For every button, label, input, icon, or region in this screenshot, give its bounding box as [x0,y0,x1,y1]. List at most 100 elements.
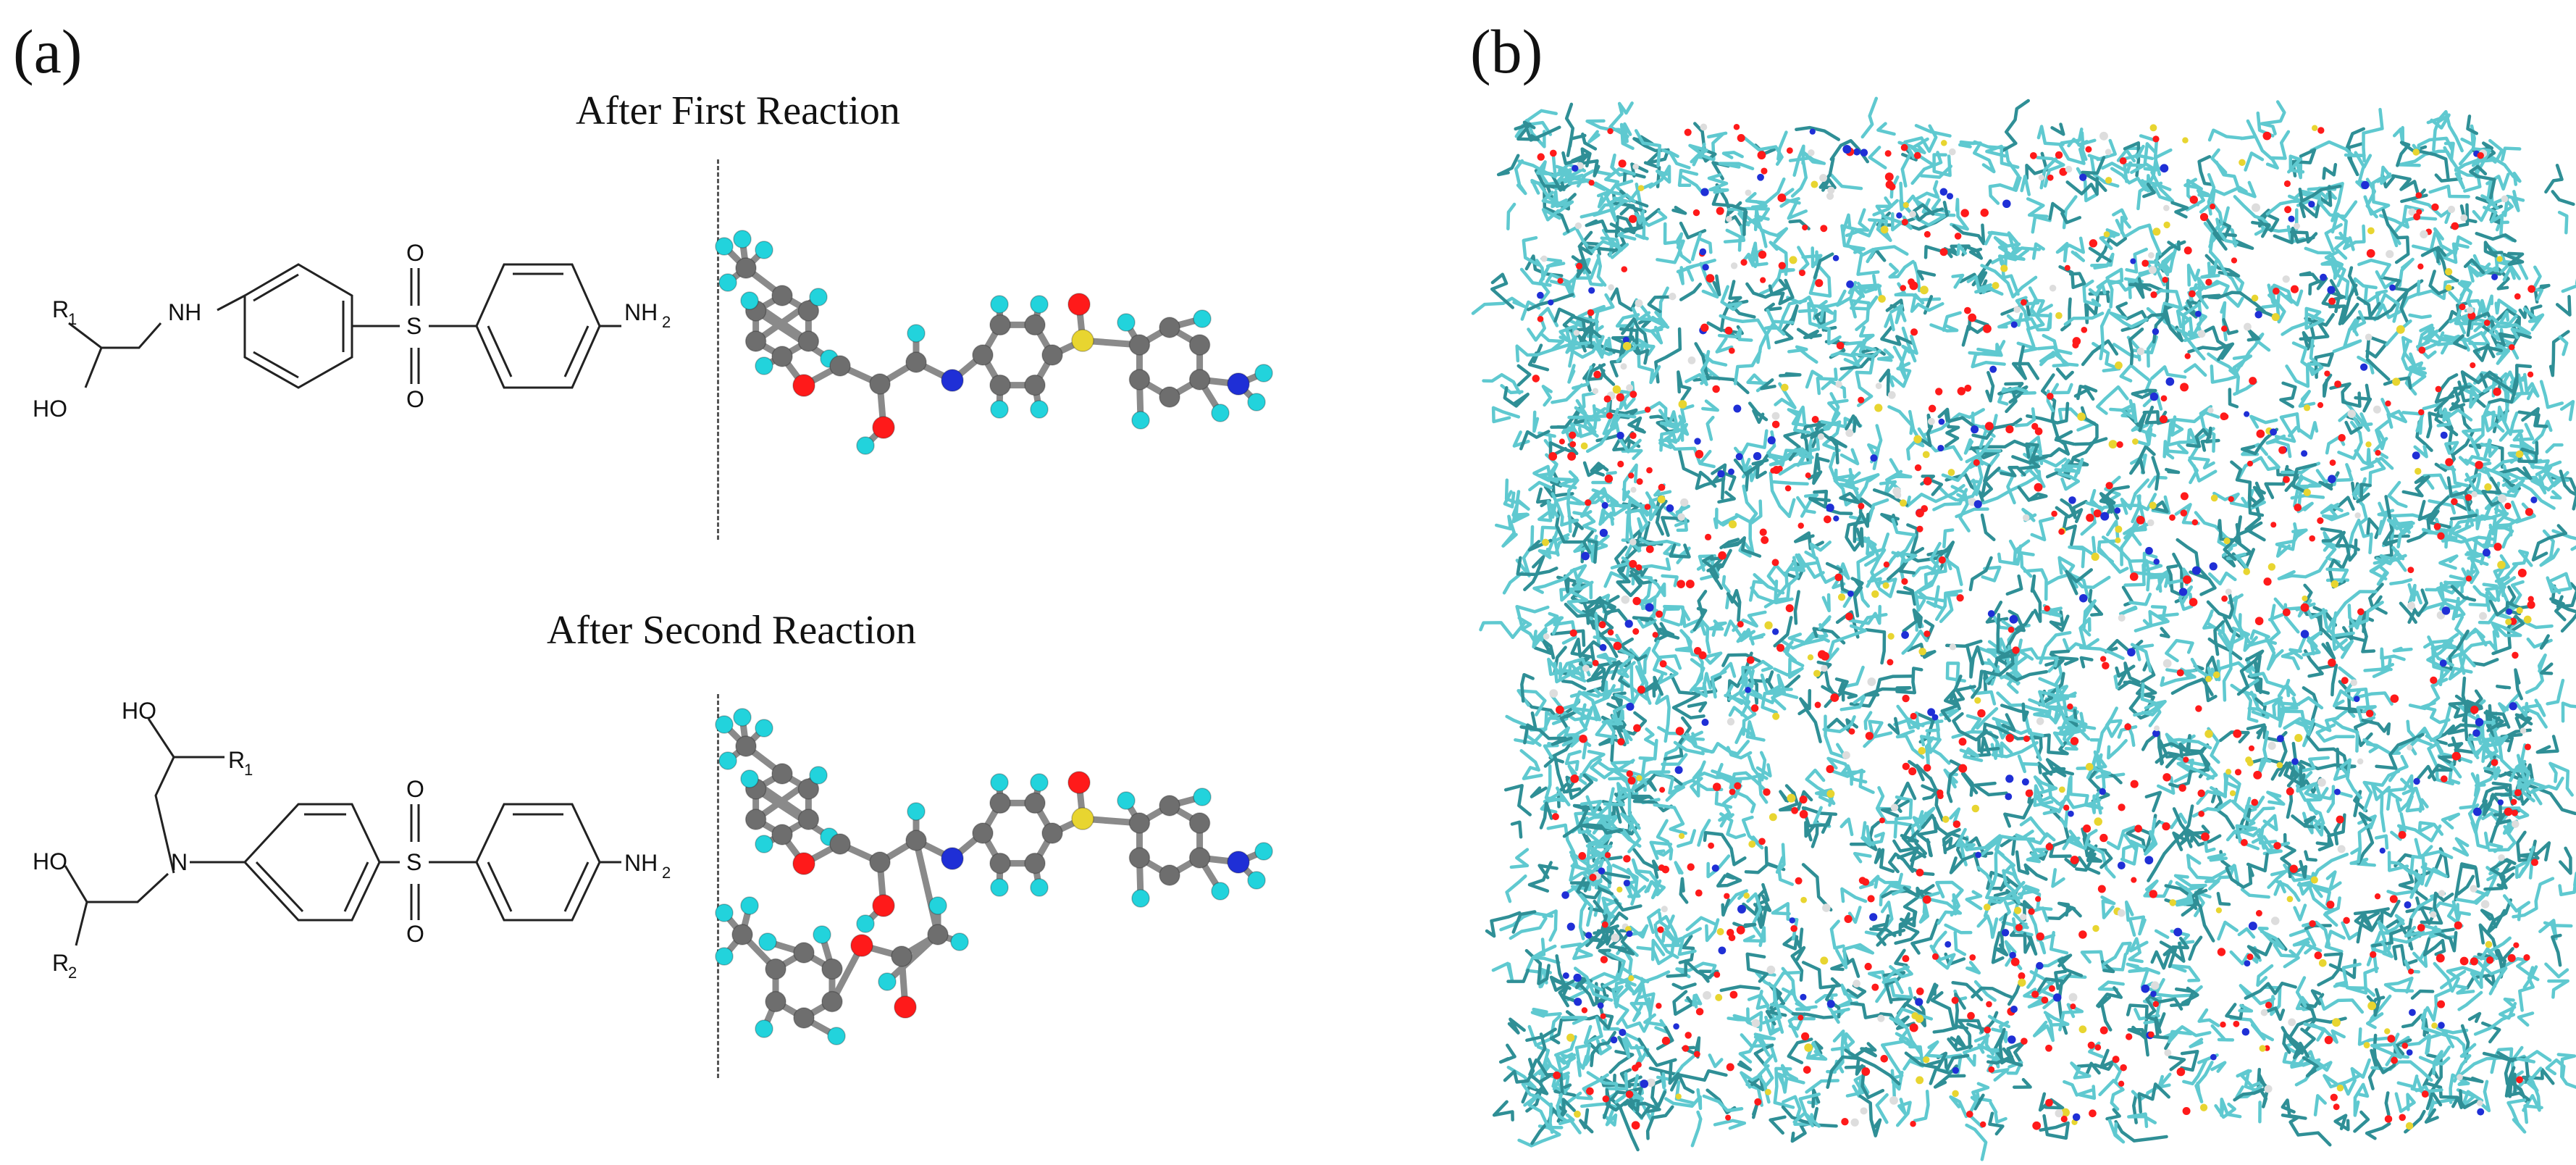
bulk-atom [1745,189,1752,196]
bulk-stick [2097,546,2129,574]
bulk-stick [1839,491,1861,505]
first-reaction-structure: R 1 NH HO S O O NH 2 [33,240,671,422]
bulk-atom [1799,796,1808,804]
bulk-stick [2544,163,2564,194]
bulk-atom [2360,363,2368,371]
bulk-atom [1858,877,1866,885]
bulk-stick [1733,350,1762,385]
bulk-stick [1498,1043,1516,1064]
bulk-atom [1562,972,1569,980]
bulk-atom [2244,322,2252,331]
bulk-stick [2164,884,2206,899]
bulk-atom [1604,852,1611,859]
bulk-stick [1942,311,1962,332]
bulk-atom [1916,987,1924,995]
bulk-atom [2398,830,2407,839]
bulk-stick [1609,1097,1640,1152]
bulk-stick [2047,672,2065,698]
bulk-atom [2148,266,2157,275]
bulk-stick [2455,984,2475,995]
bulk-atom [2509,702,2517,711]
bulk-stick [1566,478,1579,533]
bulk-stick [1801,806,1832,834]
bulk-stick [2486,781,2512,807]
bulk-stick [1976,706,1999,730]
bulk-atom [2036,961,2044,970]
bulk-atom [1637,185,1645,191]
bulk-stick [1896,585,1917,606]
bulk-atom [1604,475,1614,483]
second-reaction-title: After Second Reaction [547,608,917,653]
model2-atom-hydrogen [718,751,737,770]
bulk-stick [2207,291,2266,314]
bulk-atom [2163,221,2170,229]
bulk-stick [2353,790,2368,818]
bulk-stick [1530,1007,1562,1018]
bulk-atom [2336,815,2344,824]
bulk-stick [1740,252,1769,269]
bulk-stick [2357,811,2375,865]
bulk-stick [2244,151,2265,172]
model2-atom-hydrogen [740,769,759,788]
bulk-stick [2246,723,2266,740]
bulk-atom [2045,1098,2053,1107]
bulk-stick [1532,567,1581,594]
bulk-stick [2160,627,2170,639]
bulk-stick [1887,405,1914,435]
bulk-stick [2304,306,2325,330]
bulk-atom [1803,1066,1811,1074]
bulk-atom [1626,384,1634,392]
bulk-atom [2009,951,2016,959]
bulk-stick [1824,668,1849,700]
bulk-stick [1552,1074,1570,1094]
bulk-atom [2416,209,2422,215]
bulk-stick [2101,535,2147,576]
bulk-atom [2482,548,2491,557]
bulk-stick [2509,1072,2523,1095]
bulk-atom [2100,656,2107,662]
bulk-atom [1644,504,1651,510]
bulk-atom [2509,344,2515,351]
bulk-stick [1594,611,1601,647]
bulk-atom [1836,341,1845,350]
bulk-atom [1982,324,1992,333]
bulk-atom [1537,291,1544,299]
bulk-atom [1835,380,1842,388]
bulk-stick [1553,171,1592,183]
bulk-stick [2170,415,2184,437]
bulk-atom [2021,778,2029,786]
bulk-stick [1783,559,1805,580]
bulk-stick [1579,893,1594,927]
bulk-stick [1569,564,1593,600]
bulk-stick [2454,862,2478,902]
bulk-stick [2494,308,2532,339]
bulk-stick [1966,1011,1999,1032]
bulk-stick [1721,151,1744,159]
bulk-stick [1671,205,1687,215]
bulk-atom [1715,993,1723,1001]
bulk-stick [1845,414,1862,433]
bulk-atom [1971,804,1980,813]
bulk-stick [1913,261,1921,293]
bulk-atom [1599,643,1607,651]
bulk-stick [1548,1102,1554,1135]
bulk-stick [2426,1026,2449,1053]
bulk-stick [1967,141,1996,174]
bulk-stick [1594,407,1618,435]
bulk-stick [2202,613,2215,630]
bulk-stick [2078,646,2125,660]
bulk-stick [1572,293,1615,338]
bulk-stick [1519,267,1552,287]
bulk-atom [2007,1035,2016,1044]
bulk-stick [1796,496,1816,514]
bulk-stick [1702,1094,1744,1112]
bulk-stick [2523,1104,2543,1124]
bulk-stick [2168,750,2210,788]
bulk-atom [1923,1056,1930,1064]
bulk-stick [1908,759,1933,782]
bulk-stick [2099,308,2111,361]
bulk-atom [2480,900,2490,909]
bulk-atom [1772,712,1780,720]
bulk-atom [1685,1032,1692,1039]
bulk-stick [2555,295,2572,317]
